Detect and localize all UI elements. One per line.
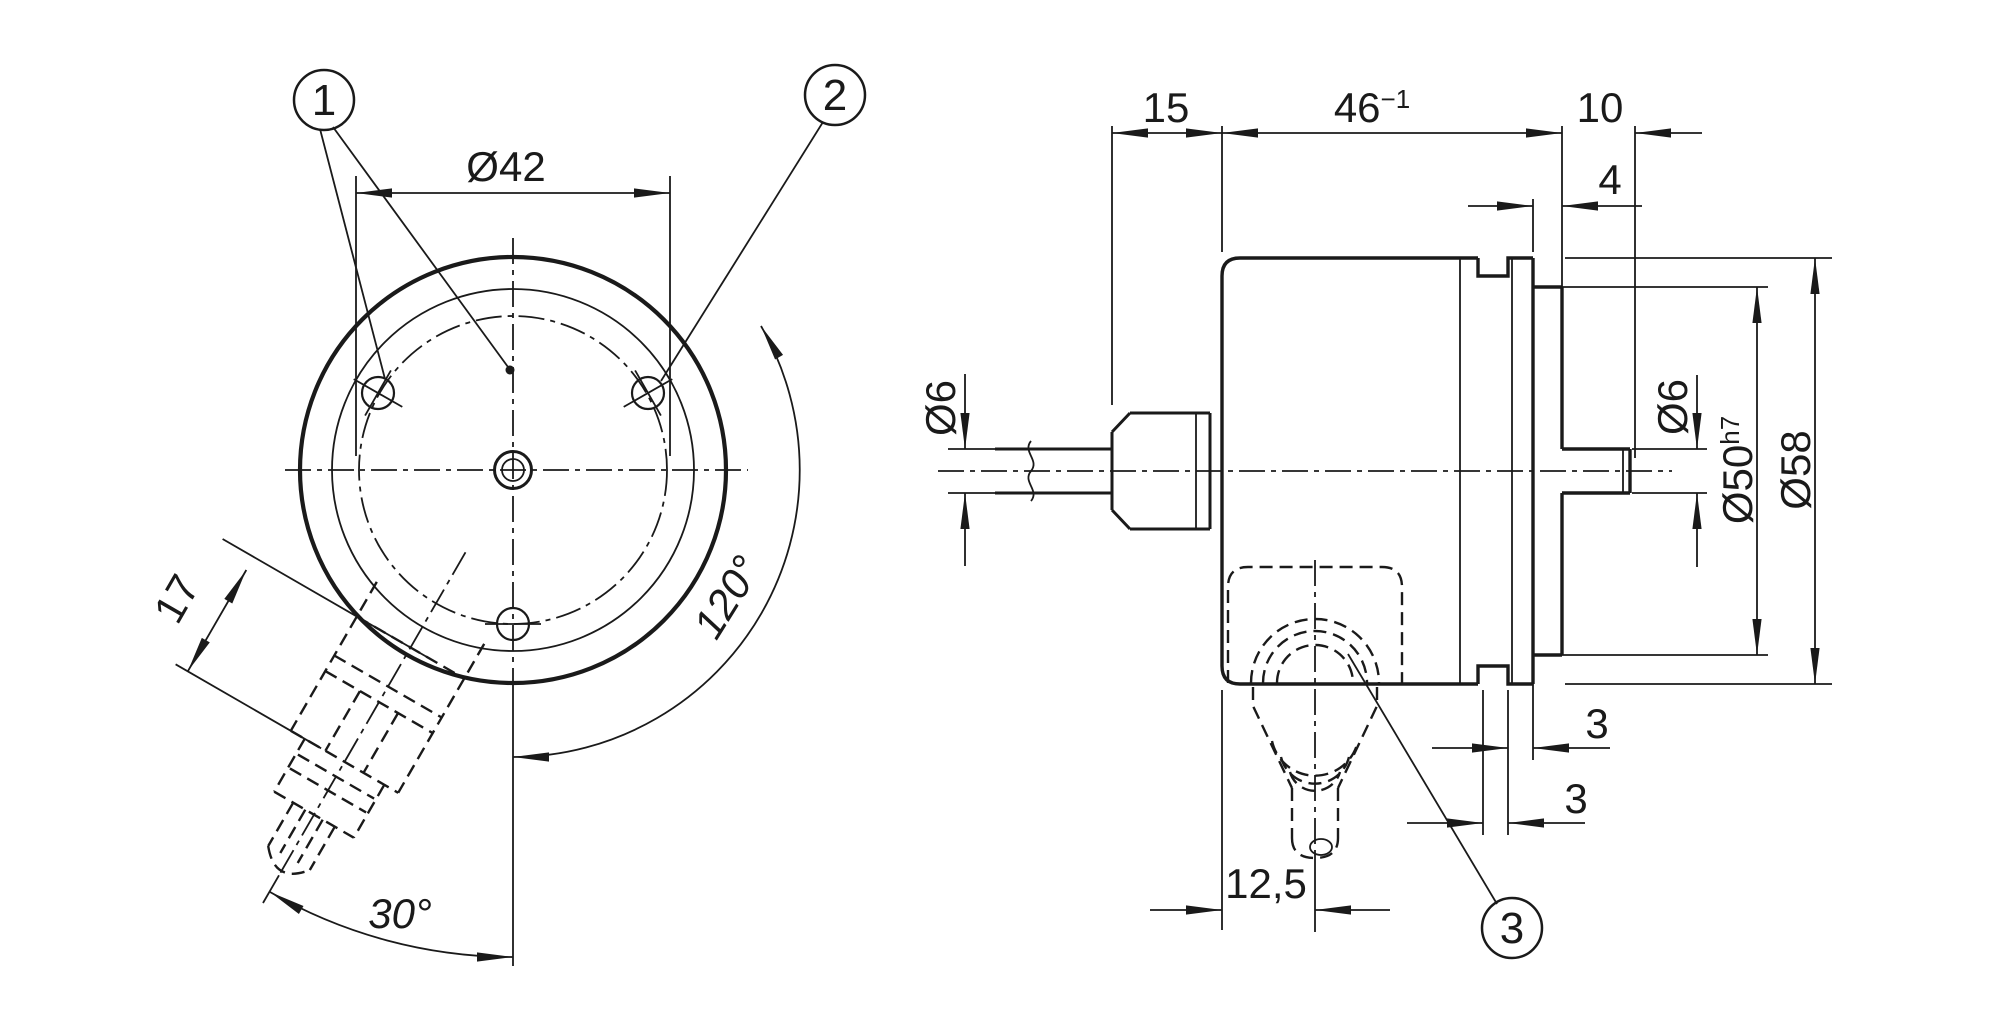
balloon-1-label: 1 xyxy=(312,76,336,125)
dim-label-housing-diameter: Ø58 xyxy=(1772,430,1819,509)
dim-label-shaft-diameter-right: Ø6 xyxy=(1649,379,1696,435)
screw-hole-top-left xyxy=(353,369,403,417)
dimension-grooves: 3 3 xyxy=(1407,662,1610,835)
leader-line xyxy=(660,121,824,382)
dim-label-connector-angle: 30° xyxy=(368,890,432,937)
dim-label-rear-shaft-length: 10 xyxy=(1577,84,1624,131)
dim-label-shaft-diameter-left: Ø6 xyxy=(917,380,964,436)
dim-label-collar-width: 4 xyxy=(1598,156,1621,203)
dim-label-flange-diameter: Ø42 xyxy=(466,143,545,190)
dimension-connector-angle: 30° xyxy=(269,890,514,962)
rear-shaft xyxy=(1562,447,1632,495)
dimension-hole-angle: 120° xyxy=(512,325,801,762)
leader-line xyxy=(332,126,509,368)
dimension-housing-diameter: Ø58 xyxy=(1565,257,1832,685)
balloon-1: 1 xyxy=(292,68,515,380)
dimension-shaft-diameter-left: Ø6 xyxy=(917,374,1110,566)
shaft-hub xyxy=(1110,411,1212,531)
leader-dot xyxy=(505,365,515,375)
leader-line xyxy=(319,128,386,380)
dim-label-groove-outer: 3 xyxy=(1585,700,1608,747)
dim-label-housing-length: 46−1 xyxy=(1334,84,1410,131)
dim-label-collar-diameter: Ø50h7 xyxy=(1714,416,1761,524)
centering-collar xyxy=(1533,285,1564,657)
connector-hidden-outline xyxy=(262,551,486,904)
dim-label-shaft-protrusion: 15 xyxy=(1143,84,1190,131)
balloon-3: 3 xyxy=(1347,653,1544,960)
dimension-flange-diameter: Ø42 xyxy=(355,143,671,456)
dim-label-hole-angle: 120° xyxy=(684,548,770,647)
balloon-2-label: 2 xyxy=(823,71,847,120)
front-view: Ø42 1 2 120° 30° xyxy=(144,63,867,966)
dimension-connector-offset: 12,5 xyxy=(1150,690,1390,932)
side-view: 15 46−1 10 4 Ø6 Ø6 Ø50h7 xyxy=(917,84,1832,960)
dim-label-groove-inner: 3 xyxy=(1564,775,1587,822)
screw-hole-top-right xyxy=(623,369,673,417)
dimension-chain-top: 15 46−1 10 4 xyxy=(1111,84,1702,458)
dimension-collar-diameter: Ø50h7 xyxy=(1562,286,1768,656)
housing-body xyxy=(1220,256,1535,686)
connector-hidden-outline-side xyxy=(1226,560,1404,860)
dim-label-connector-length: 17 xyxy=(144,567,208,631)
dim-label-connector-offset: 12,5 xyxy=(1225,860,1307,907)
leader-line xyxy=(1347,653,1498,905)
connector-axis xyxy=(278,551,467,876)
dimension-shaft-diameter-right: Ø6 xyxy=(1632,375,1707,567)
balloon-2: 2 xyxy=(660,63,867,382)
shaft-break-symbol xyxy=(1027,440,1035,502)
balloon-3-label: 3 xyxy=(1500,904,1524,953)
